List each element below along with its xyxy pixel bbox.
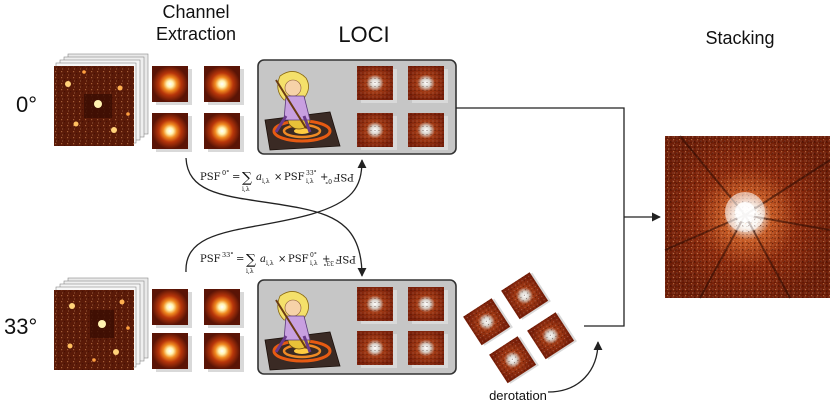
- stacked-image: [664, 135, 830, 299]
- svg-text:0°: 0°: [310, 252, 317, 259]
- angle-label-33deg: 33°: [4, 314, 37, 339]
- svg-text:×: ×: [278, 254, 286, 265]
- channel-extraction-header-line1: Channel: [162, 2, 229, 22]
- psf-tile: [152, 333, 192, 372]
- svg-text:PSF: PSF: [200, 254, 221, 265]
- stacking-header: Stacking: [705, 28, 774, 48]
- svg-text:PSF: PSF: [288, 254, 309, 265]
- svg-text:PSF: PSF: [284, 172, 305, 183]
- psf-tile: [152, 66, 192, 105]
- svg-text:a: a: [260, 254, 266, 265]
- residual-tile: [408, 331, 448, 368]
- equation-33deg: PSF 33° = ∑ i,λ a i,λ × PSF 0° i,λ + PSF…: [200, 251, 356, 275]
- derotated-tiles: [463, 272, 577, 384]
- cartoon-figure-icon: [264, 291, 341, 371]
- svg-text:=: =: [236, 254, 244, 265]
- residual-tile: [357, 113, 397, 150]
- loci-0-to-stack-line: [456, 107, 625, 217]
- cross-arrow-down: [185, 157, 367, 277]
- svg-text:PSF: PSF: [335, 253, 356, 264]
- psf-tile: [152, 289, 192, 328]
- svg-text:i,λ: i,λ: [310, 260, 318, 267]
- svg-text:i,λ: i,λ: [266, 260, 274, 267]
- derotation-arrow: [547, 341, 603, 393]
- loci-box-0deg: [257, 59, 457, 155]
- svg-text:PSF: PSF: [333, 171, 354, 182]
- residual-tile: [408, 287, 448, 324]
- derot-to-stack-line: [584, 217, 625, 327]
- derotated-tile: [489, 336, 539, 384]
- svg-text:+: +: [322, 254, 330, 265]
- residual-tile: [408, 113, 448, 150]
- loci-header: LOCI: [338, 22, 389, 47]
- svg-text:=: =: [232, 172, 240, 183]
- svg-text:PSF: PSF: [200, 172, 221, 183]
- svg-text:+: +: [320, 172, 328, 183]
- derotated-tile: [501, 272, 551, 320]
- svg-text:33°: 33°: [222, 251, 234, 259]
- input-cube-0deg: [54, 53, 149, 146]
- channel-extraction-header-line2: Extraction: [156, 24, 236, 44]
- svg-text:i,λ: i,λ: [246, 268, 254, 275]
- svg-text:∑: ∑: [246, 252, 256, 268]
- svg-text:i,λ: i,λ: [242, 186, 250, 193]
- equation-0deg: PSF 0° = ∑ i,λ a i,λ × PSF 33° i,λ + PSF…: [200, 169, 354, 193]
- input-cube-33deg: [54, 277, 149, 370]
- derotated-tile: [527, 312, 577, 360]
- svg-text:a: a: [256, 172, 262, 183]
- svg-text:33°: 33°: [306, 170, 317, 177]
- svg-text:33°: 33°: [323, 259, 334, 266]
- svg-text:0°: 0°: [222, 169, 229, 177]
- derotation-label: derotation: [489, 388, 547, 403]
- channel-psf-grid-33deg: [152, 289, 244, 372]
- psf-tile: [204, 333, 244, 372]
- channel-psf-grid-0deg: [152, 66, 244, 152]
- angle-label-0deg: 0°: [16, 92, 37, 117]
- cross-arrow-up: [185, 159, 367, 273]
- residual-tile: [357, 331, 397, 368]
- psf-tile: [204, 289, 244, 328]
- svg-text:i,λ: i,λ: [262, 178, 270, 185]
- loci-box-33deg: [257, 279, 457, 375]
- svg-text:0°: 0°: [325, 177, 332, 184]
- psf-tile: [204, 113, 244, 152]
- residual-tile: [408, 66, 448, 103]
- residual-tile: [357, 287, 397, 324]
- svg-text:×: ×: [274, 172, 282, 183]
- connectors: [185, 107, 661, 393]
- psf-tile: [204, 66, 244, 105]
- derotated-tile: [463, 298, 513, 346]
- cartoon-figure-icon: [264, 71, 341, 151]
- svg-text:∑: ∑: [242, 170, 252, 186]
- residual-tile: [357, 66, 397, 103]
- svg-text:i,λ: i,λ: [306, 178, 314, 185]
- psf-tile: [152, 113, 192, 152]
